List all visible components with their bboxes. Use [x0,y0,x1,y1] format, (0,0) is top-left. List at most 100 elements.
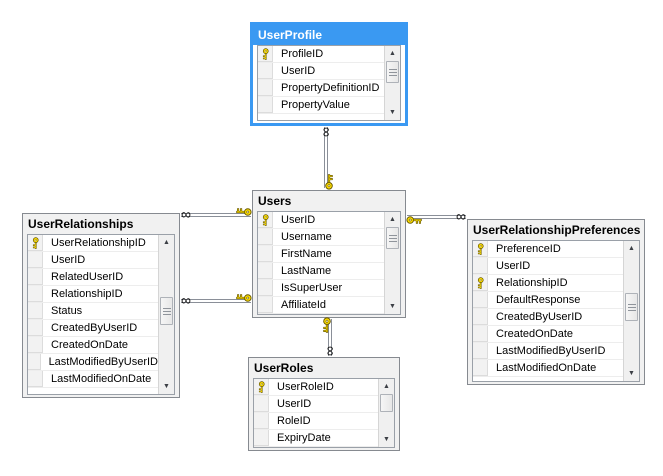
scroll-down-icon[interactable]: ▼ [389,109,396,116]
primary-key-icon [262,47,269,60]
row-selector-cell [28,337,43,353]
scrollbar-thumb[interactable] [160,297,173,325]
column-row-IsSuperUser[interactable]: IsSuperUser [258,280,384,297]
primary-key-cell [28,235,43,251]
many-side-infinity-icon: ∞ [456,208,466,224]
vertical-scrollbar[interactable]: ▲▼ [384,46,400,120]
relationship-users-userroles[interactable] [328,319,332,356]
scroll-up-icon[interactable]: ▲ [389,216,396,223]
one-side-key-icon [236,208,252,216]
column-row-RelationshipID[interactable]: RelationshipID [28,286,158,303]
column-row-ProfileID[interactable]: ProfileID [258,46,384,63]
column-row-UserID[interactable]: UserID [473,258,623,275]
table-header[interactable]: Users [253,191,405,211]
column-row-PropertyValue[interactable]: PropertyValue [258,97,384,114]
table-header[interactable]: UserRelationships [23,214,179,234]
relationship-users-userrelationshippreferences[interactable] [407,215,466,219]
vertical-scrollbar[interactable]: ▲▼ [158,235,174,394]
column-row-LastModifiedOnDate[interactable]: LastModifiedOnDate [28,371,158,388]
table-header[interactable]: UserRelationshipPreferences [468,220,644,240]
relationship-userrelationships-users-a[interactable] [181,213,251,217]
column-row-RoleID[interactable]: RoleID [254,413,378,430]
column-row-PropertyDefinitionID[interactable]: PropertyDefinitionID [258,80,384,97]
primary-key-icon-wrap [254,380,268,393]
scroll-up-icon[interactable]: ▲ [163,239,170,246]
row-selector-cell [28,303,43,319]
vertical-scrollbar[interactable]: ▲▼ [378,379,394,447]
column-row-UserRoleID[interactable]: UserRoleID [254,379,378,396]
column-row-PreferenceID[interactable]: PreferenceID [473,241,623,258]
row-selector-cell [258,246,273,262]
primary-key-icon [477,242,484,255]
column-row-UserID[interactable]: UserID [28,252,158,269]
scroll-up-icon[interactable]: ▲ [628,245,635,252]
column-row-UserID[interactable]: UserID [258,63,384,80]
column-row-DefaultResponse[interactable]: DefaultResponse [473,292,623,309]
scrollbar-thumb[interactable] [386,227,399,249]
scrollbar-thumb[interactable] [380,394,393,412]
column-name: FirstName [281,248,332,260]
column-name: RelatedUserID [51,271,124,283]
scroll-down-icon[interactable]: ▼ [628,370,635,377]
column-row-AffiliateId[interactable]: AffiliateId [258,297,384,314]
one-side-key-icon-wrap [236,294,252,306]
scroll-up-icon[interactable]: ▲ [383,383,390,390]
one-side-key-icon [406,216,422,224]
scroll-up-icon[interactable]: ▲ [389,50,396,57]
column-name: UserID [51,254,86,266]
thumb-grip [388,68,397,76]
row-selector-cell [28,371,43,387]
column-name: LastModifiedOnDate [496,362,597,374]
many-side-infinity-icon: ∞ [181,292,191,308]
row-selector-cell [254,413,269,429]
one-side-key-icon [325,174,333,190]
column-row-CreatedOnDate[interactable]: CreatedOnDate [473,326,623,343]
relationship-userrelationships-users-b[interactable] [181,299,251,303]
column-name: LastModifiedByUserID [48,356,158,368]
column-row-LastName[interactable]: LastName [258,263,384,280]
column-row-LastModifiedByUserID[interactable]: LastModifiedByUserID [473,343,623,360]
relationship-userprofile-users[interactable] [324,127,328,188]
column-row-CreatedByUserID[interactable]: CreatedByUserID [28,320,158,337]
column-row-LastModifiedOnDate[interactable]: LastModifiedOnDate [473,360,623,377]
column-name: CreatedByUserID [51,322,138,334]
row-selector-cell [28,286,43,302]
column-row-Status[interactable]: Status [28,303,158,320]
scrollbar-thumb[interactable] [625,293,638,321]
column-row-RelatedUserID[interactable]: RelatedUserID [28,269,158,286]
column-row-CreatedByUserID[interactable]: CreatedByUserID [473,309,623,326]
scrollbar-thumb[interactable] [386,61,399,83]
column-row-FirstName[interactable]: FirstName [258,246,384,263]
vertical-scrollbar[interactable]: ▲▼ [623,241,639,381]
row-selector-cell [473,309,488,325]
column-name: Username [281,231,332,243]
column-row-UserRelationshipID[interactable]: UserRelationshipID [28,235,158,252]
column-row-CreatedOnDate[interactable]: CreatedOnDate [28,337,158,354]
table-column-list: UserRelationshipID UserID RelatedUserID Rel… [27,234,175,395]
scroll-down-icon[interactable]: ▼ [389,303,396,310]
column-name: RoleID [277,415,311,427]
column-row-ExpiryDate[interactable]: ExpiryDate [254,430,378,447]
thumb-grip [627,303,636,311]
scroll-down-icon[interactable]: ▼ [383,436,390,443]
primary-key-icon [262,213,269,226]
scroll-down-icon[interactable]: ▼ [163,383,170,390]
column-row-UserID[interactable]: UserID [258,212,384,229]
table-title: UserProfile [258,28,323,42]
column-row-UserID[interactable]: UserID [254,396,378,413]
table-header[interactable]: UserRoles [249,358,399,378]
table-header[interactable]: UserProfile [253,25,405,45]
column-name: PreferenceID [496,243,561,255]
column-row-Username[interactable]: Username [258,229,384,246]
column-row-LastModifiedByUserID[interactable]: LastModifiedByUserID [28,354,158,371]
column-row-RelationshipID[interactable]: RelationshipID [473,275,623,292]
vertical-scrollbar[interactable]: ▲▼ [384,212,400,314]
